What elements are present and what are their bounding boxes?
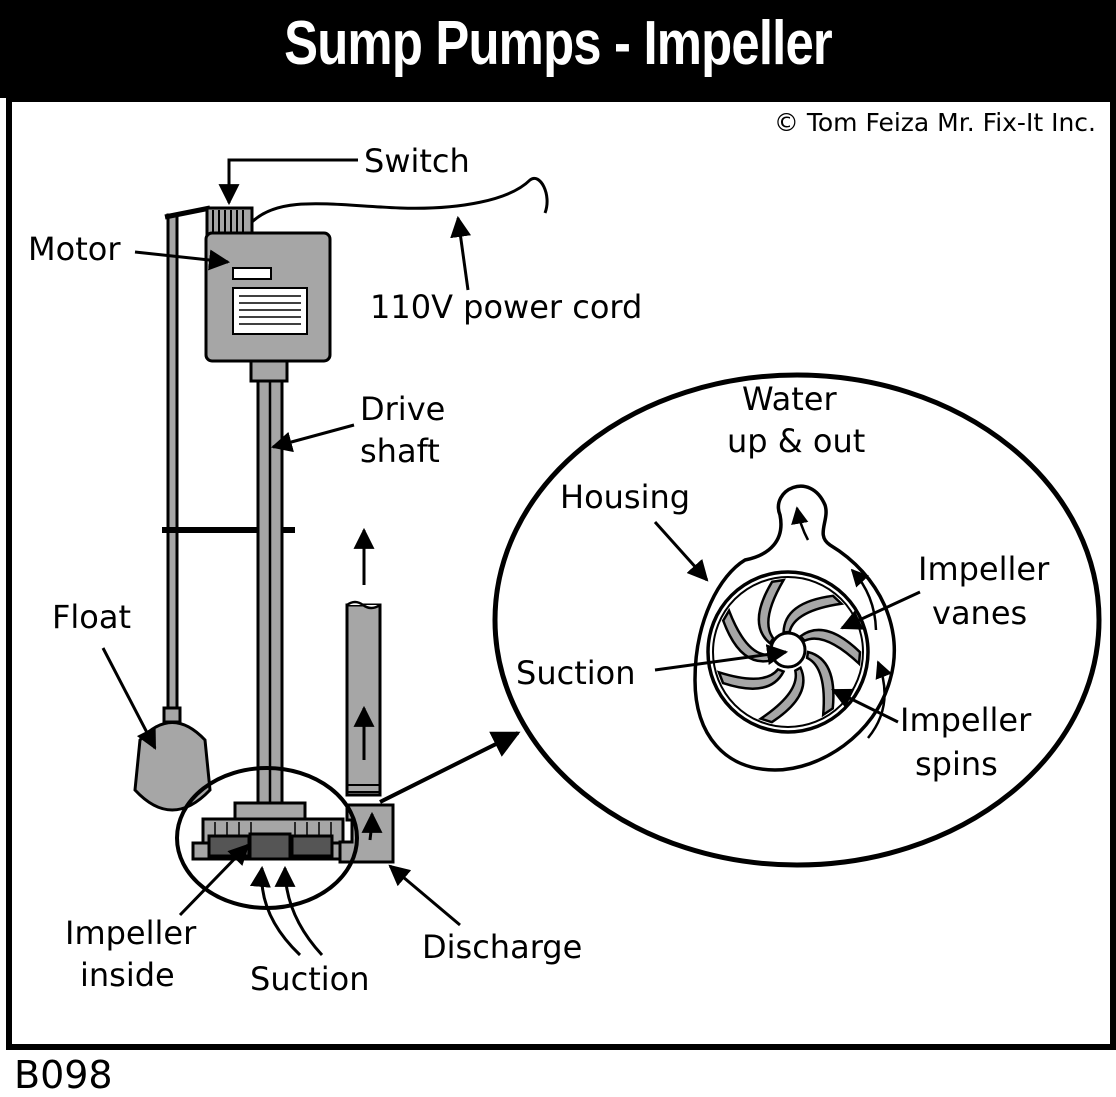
elbow-flow-arrow (361, 811, 383, 841)
volute-flow-arrow (850, 568, 878, 631)
impeller-vanes-leader (840, 590, 921, 630)
label-impeller-vanes-2: vanes (932, 594, 1027, 632)
suction-arrow-2 (274, 865, 324, 957)
suction-arrow-1 (249, 865, 302, 957)
suction-detail-leader (654, 644, 789, 672)
spin-arrow (867, 660, 892, 739)
switch-lever (164, 205, 211, 220)
label-impeller-inside-1: Impeller (65, 914, 197, 952)
switch-knob (205, 206, 254, 236)
label-discharge: Discharge (422, 928, 582, 966)
impeller-block (248, 832, 292, 861)
label-housing: Housing (560, 478, 690, 516)
impeller-vane (805, 650, 835, 718)
float-body (133, 721, 212, 812)
label-suction-detail: Suction (516, 654, 635, 692)
detail-pointer-arrow (379, 731, 521, 804)
discharge-elbow (338, 803, 395, 864)
drive-shaft-leader (270, 423, 355, 453)
label-water-1: Water (742, 380, 837, 418)
label-switch: Switch (364, 142, 470, 180)
impeller-spins-leader (831, 688, 899, 724)
float-neck (162, 706, 182, 724)
discharge-leader (388, 864, 461, 927)
label-drive-shaft-2: shaft (360, 432, 440, 470)
label-drive-shaft-1: Drive (360, 390, 445, 428)
shaft-collar (249, 359, 289, 383)
motor-badge (232, 267, 272, 280)
float-leader (101, 647, 157, 750)
impeller-vane (716, 667, 786, 690)
label-water-2: up & out (727, 422, 865, 460)
housing-flow-arrows (791, 506, 892, 739)
impeller-vane (798, 628, 862, 667)
label-impeller-spins-1: Impeller (900, 701, 1032, 739)
impeller-chamber-left (207, 834, 251, 858)
suction-eye (769, 631, 807, 669)
switch-leader (218, 158, 358, 206)
motor-plate (232, 287, 308, 335)
housing-leader (653, 520, 709, 582)
label-float: Float (52, 598, 131, 636)
label-suction-bottom: Suction (250, 960, 369, 998)
leader-lines (101, 158, 921, 927)
motor-leader (134, 249, 231, 271)
power-cord (250, 176, 549, 224)
pump-flow-arrows (249, 527, 383, 957)
impeller-vane (782, 594, 845, 634)
page-title: Sump Pumps - Impeller (284, 9, 833, 78)
float-rod (166, 213, 179, 717)
diagram-frame (6, 96, 1116, 1050)
label-impeller-spins-2: spins (915, 745, 998, 783)
impeller-vane (757, 665, 805, 724)
pump-assembly (133, 176, 549, 864)
impeller-vane (757, 578, 786, 646)
copyright-notice: © Tom Feiza Mr. Fix-It Inc. (773, 108, 1096, 137)
label-impeller-inside-2: inside (80, 956, 175, 994)
discharge-pipe (345, 603, 382, 797)
detail-highlight-ellipse (175, 766, 359, 910)
power-cord-leader (450, 215, 472, 291)
impeller-rim-inner (712, 576, 864, 728)
label-motor: Motor (28, 230, 121, 268)
label-power-cord: 110V power cord (370, 288, 642, 326)
impeller-inside-leader (178, 843, 250, 917)
title-bar (0, 0, 1116, 98)
impeller-chamber-right (290, 834, 334, 858)
labels: Switch Motor 110V power cord Drive shaft… (28, 142, 1050, 998)
label-impeller-vanes-1: Impeller (918, 550, 1050, 588)
outlet-flow-arrow (791, 506, 810, 541)
figure-code: B098 (14, 1053, 113, 1097)
